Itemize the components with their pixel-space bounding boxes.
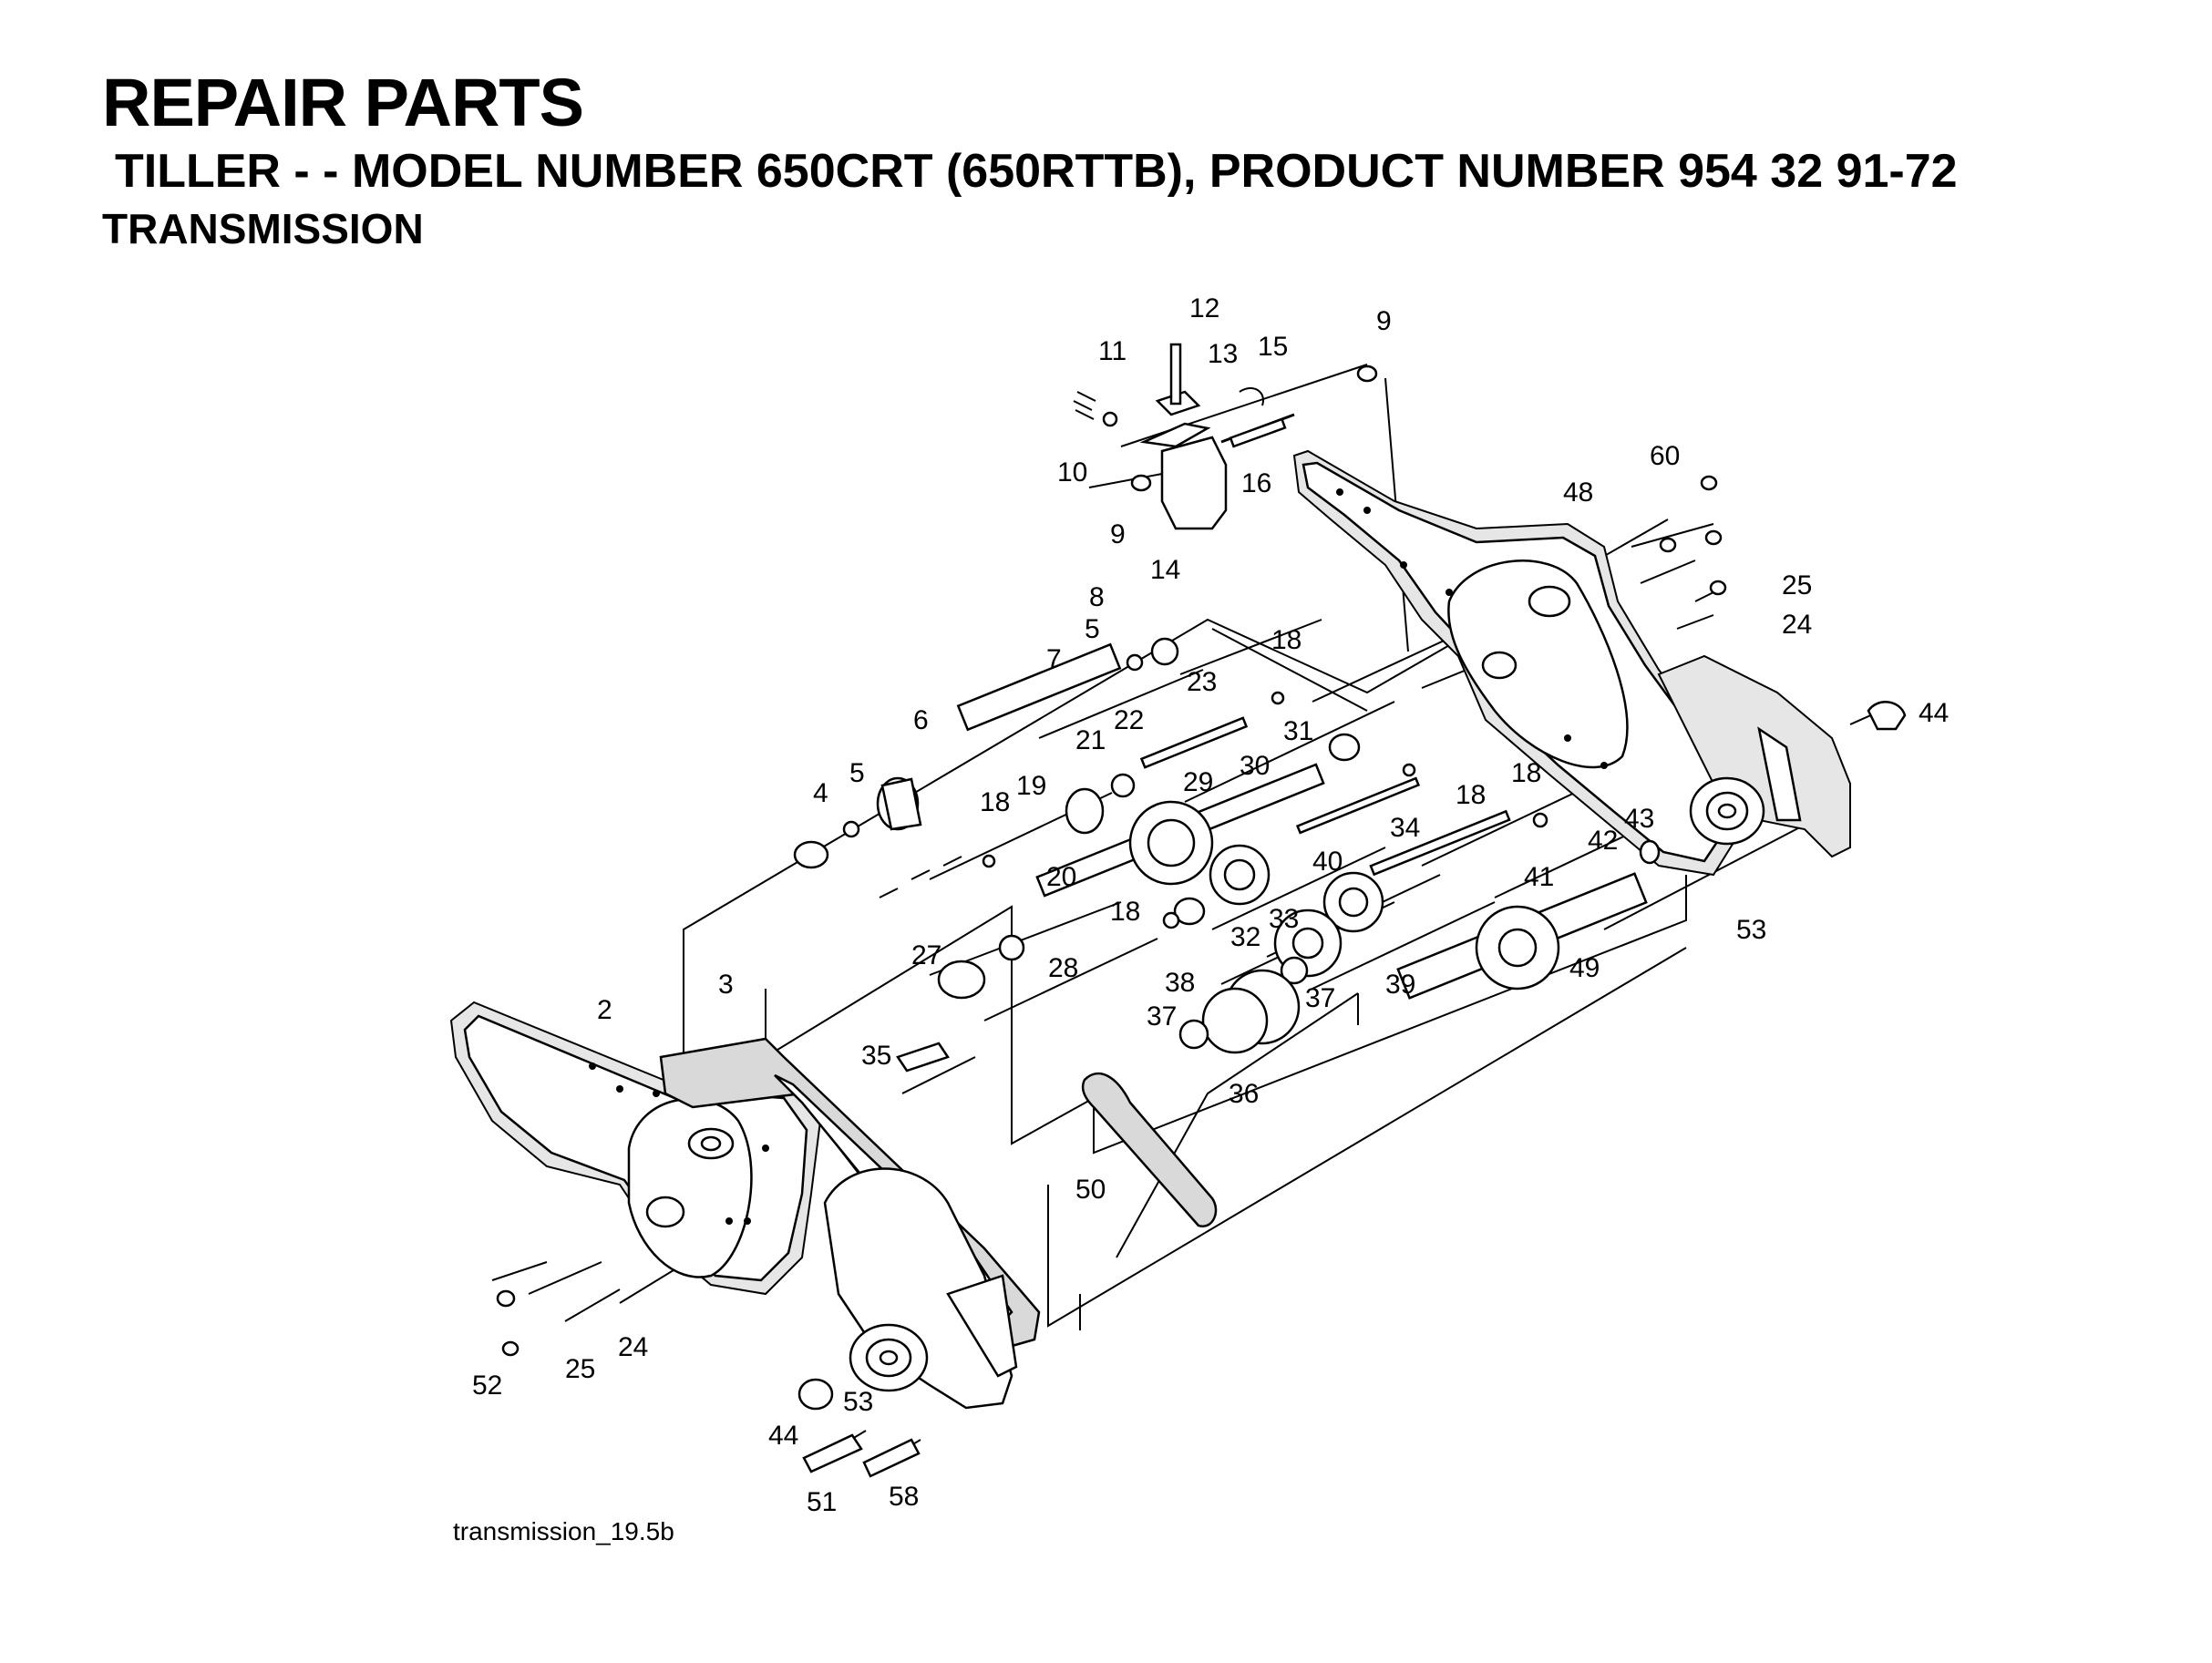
shafts-and-gears (496, 475, 1907, 1478)
section-title: TRANSMISSION (102, 205, 424, 252)
shift-mechanism (1073, 343, 1378, 530)
right-side-plate (1292, 449, 1851, 877)
callout-5-left: 5 (849, 758, 865, 788)
callout-3: 3 (718, 970, 734, 1000)
callout-58: 58 (889, 1482, 919, 1512)
callout-18-right: 18 (1511, 758, 1541, 788)
callout-42: 42 (1588, 826, 1618, 856)
callout-18-mid: 18 (1456, 780, 1486, 810)
callout-2: 2 (597, 995, 612, 1025)
callout-18-left: 18 (980, 787, 1010, 817)
callout-60: 60 (1650, 441, 1680, 471)
callout-5: 5 (1085, 614, 1100, 644)
callout-19: 19 (1016, 771, 1046, 801)
callout-14: 14 (1150, 555, 1180, 585)
callout-9: 9 (1376, 306, 1392, 336)
callout-16: 16 (1241, 468, 1271, 498)
callout-36: 36 (1229, 1079, 1259, 1109)
callout-37-right: 37 (1305, 983, 1335, 1013)
callout-28: 28 (1048, 953, 1078, 983)
callout-13: 13 (1208, 339, 1238, 369)
callout-22: 22 (1114, 705, 1144, 735)
callout-40: 40 (1312, 847, 1343, 877)
callout-41: 41 (1524, 862, 1554, 892)
callout-49: 49 (1569, 953, 1600, 983)
callout-33: 33 (1269, 904, 1299, 934)
callout-31: 31 (1283, 716, 1313, 746)
callout-12: 12 (1189, 293, 1219, 323)
page-title: REPAIR PARTS (102, 65, 584, 140)
callout-21: 21 (1075, 725, 1106, 755)
callout-25-left: 25 (565, 1354, 595, 1384)
callout-48: 48 (1563, 477, 1593, 508)
callout-11: 11 (1098, 336, 1127, 366)
callout-27: 27 (911, 940, 941, 970)
callout-4: 4 (813, 778, 828, 808)
callout-29: 29 (1183, 767, 1213, 797)
callout-53-right: 53 (1736, 915, 1766, 945)
callout-52: 52 (472, 1370, 502, 1401)
callout-25-right: 25 (1782, 570, 1812, 601)
figure-caption: transmission_19.5b (453, 1517, 674, 1545)
callout-24-right: 24 (1782, 610, 1812, 640)
callout-9-lower: 9 (1110, 519, 1126, 549)
belt-housing (659, 1037, 1041, 1410)
callout-50: 50 (1075, 1175, 1106, 1205)
callout-37-left: 37 (1147, 1001, 1177, 1032)
callout-38: 38 (1165, 968, 1195, 998)
callout-35: 35 (861, 1041, 891, 1071)
callout-10: 10 (1057, 457, 1087, 488)
callout-43: 43 (1624, 804, 1654, 834)
model-subtitle: TILLER - - MODEL NUMBER 650CRT (650RTTB)… (115, 145, 1958, 198)
callout-labels: 12 11 13 15 9 10 16 9 14 60 48 25 24 8 5… (472, 293, 1949, 1517)
callout-24-left: 24 (618, 1332, 648, 1362)
callout-18-top: 18 (1271, 625, 1301, 655)
callout-51: 51 (807, 1487, 837, 1517)
callout-39: 39 (1385, 970, 1415, 1000)
left-side-plate (449, 1001, 822, 1296)
callout-44-left: 44 (768, 1421, 798, 1451)
callout-15: 15 (1258, 332, 1288, 362)
callout-34: 34 (1390, 813, 1420, 843)
callout-32: 32 (1230, 922, 1260, 952)
callout-30: 30 (1240, 751, 1270, 781)
callout-53-left: 53 (843, 1387, 873, 1417)
callout-6: 6 (913, 705, 929, 735)
callout-18-center: 18 (1110, 897, 1140, 927)
callout-20: 20 (1046, 862, 1076, 892)
callout-7: 7 (1046, 644, 1062, 674)
callout-8: 8 (1089, 582, 1105, 612)
callout-23: 23 (1187, 667, 1217, 697)
callout-44-right: 44 (1919, 698, 1949, 728)
